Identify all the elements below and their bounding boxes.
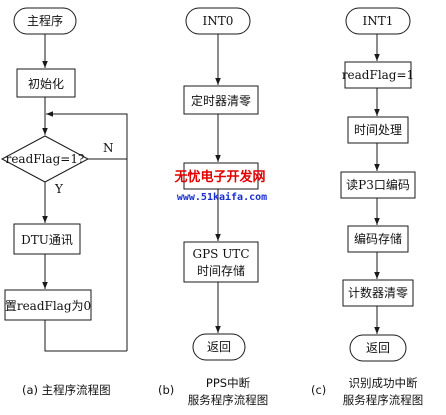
main-dtu-label: DTU通讯 [21, 233, 73, 247]
int1-return-terminal [349, 334, 407, 362]
watermark-cn: 无忧电子开发网 [173, 169, 265, 185]
int0-return-label: 返回 [207, 340, 231, 354]
int1-start-label: INT1 [363, 14, 394, 28]
int1-store-box [347, 225, 409, 253]
watermark-url: www.51kaifa.com [177, 191, 267, 203]
int0-timer-clear-label: 定时器清零 [191, 93, 251, 108]
int1-flag-label: readFlag=1 [342, 68, 414, 82]
int1-return-label: 返回 [366, 341, 390, 355]
main-yes-label: Y [54, 182, 64, 196]
caption-b-line2: 服务程序流程图 [188, 393, 269, 407]
caption-a: (a) 主程序流程图 [22, 383, 111, 397]
caption-b-label: (b) [158, 383, 174, 397]
main-decision-label: readFlag=1? [6, 152, 85, 166]
int0-gps-box [183, 241, 259, 283]
diagram-recognition-interrupt: INT1 readFlag=1 时间处理 读P3口编码 编码存储 计数器清零 返… [340, 7, 416, 362]
int0-return-terminal [192, 333, 246, 361]
arrow-reset-merge [44, 320, 127, 352]
diagram-main-program: 主程序 初始化 readFlag=1? N Y DTU通讯 置readFlag为… [0, 7, 128, 352]
caption-c-line1: 识别成功中断 [349, 376, 418, 390]
int0-blank-box [183, 162, 259, 190]
main-reset-box [4, 289, 92, 321]
int0-start-label: INT0 [203, 14, 234, 28]
main-reset-label: 置readFlag为0 [5, 299, 91, 313]
int1-counter-box [342, 279, 414, 307]
int1-read-box [340, 171, 416, 199]
int1-start-terminal [345, 7, 411, 35]
int0-timer-clear-box [183, 85, 259, 115]
diagram-pps-interrupt: INT0 定时器清零 GPS UTC 时间存储 返回 [183, 7, 259, 361]
int1-read-label: 读P3口编码 [346, 177, 410, 192]
caption-c-line2: 服务程序流程图 [343, 393, 424, 407]
int1-flag-box [344, 61, 412, 89]
int1-time-box [347, 116, 409, 144]
int0-gps-line1: GPS UTC [193, 247, 250, 261]
main-init-label: 初始化 [28, 77, 64, 91]
arrow-loop-back [46, 111, 128, 351]
main-no-label: N [103, 141, 114, 155]
main-dtu-box [13, 223, 81, 255]
watermark: 无忧电子开发网 www.51kaifa.com [173, 169, 267, 203]
caption-b-line1: PPS中断 [206, 376, 251, 390]
int1-store-label: 编码存储 [354, 231, 402, 246]
main-init-box [16, 68, 76, 98]
caption-c-label: (c) [311, 383, 326, 397]
int1-time-label: 时间处理 [354, 123, 402, 137]
int1-counter-label: 计数器清零 [348, 285, 408, 300]
int0-gps-line2: 时间存储 [197, 263, 245, 278]
main-start-label: 主程序 [27, 13, 63, 28]
